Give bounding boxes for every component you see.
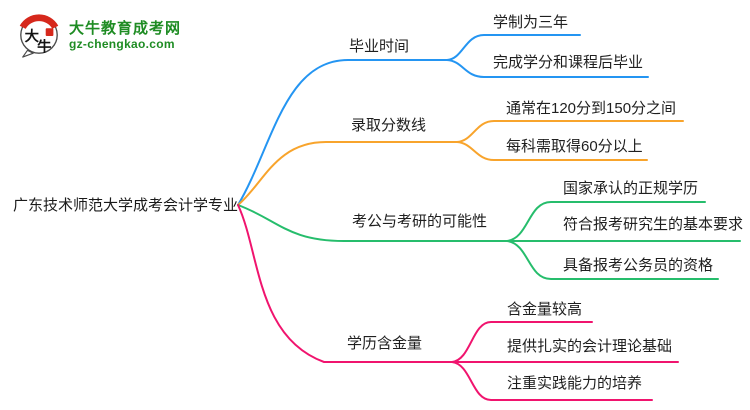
- branch-underline: [446, 34, 581, 61]
- branch-line-exam: [237, 204, 508, 242]
- leaf-node[interactable]: 具备报考公务员的资格: [563, 257, 714, 274]
- logo-text: 大牛教育成考网 gz-chengkao.com: [69, 20, 181, 51]
- branch-line-score: [237, 141, 458, 206]
- logo-domain: gz-chengkao.com: [69, 36, 175, 51]
- leaf-node[interactable]: 学制为三年: [493, 14, 569, 31]
- branch-node-degree-value[interactable]: 学历含金量: [347, 335, 423, 352]
- branch-line-graduation: [237, 59, 448, 206]
- site-logo[interactable]: 大 牛 大牛教育成考网 gz-chengkao.com: [16, 12, 181, 58]
- branch-underline: [451, 361, 653, 401]
- svg-text:大: 大: [25, 27, 40, 45]
- root-node[interactable]: 广东技术师范大学成考会计学专业: [13, 197, 239, 214]
- branch-node-graduation-time[interactable]: 毕业时间: [349, 38, 410, 55]
- branch-node-admission-score[interactable]: 录取分数线: [351, 117, 427, 134]
- branch-underline: [506, 240, 719, 280]
- leaf-node[interactable]: 注重实践能力的培养: [507, 375, 643, 392]
- branch-line-value: [237, 204, 453, 363]
- leaf-node[interactable]: 完成学分和课程后毕业: [493, 54, 644, 71]
- leaf-node[interactable]: 符合报考研究生的基本要求: [563, 216, 744, 233]
- branch-underline: [446, 59, 649, 78]
- svg-text:牛: 牛: [37, 37, 51, 55]
- branch-underline: [506, 201, 706, 242]
- branch-underline: [456, 141, 648, 161]
- leaf-node[interactable]: 国家承认的正规学历: [563, 180, 699, 197]
- branch-node-civil-postgrad[interactable]: 考公与考研的可能性: [352, 213, 488, 230]
- branch-underline: [451, 321, 593, 363]
- leaf-node[interactable]: 通常在120分到150分之间: [506, 100, 677, 117]
- logo-bull-icon: 大 牛: [19, 14, 59, 58]
- leaf-node[interactable]: 含金量较高: [507, 301, 583, 318]
- branch-underline: [456, 120, 684, 143]
- leaf-node[interactable]: 提供扎实的会计理论基础: [507, 338, 673, 355]
- leaf-node[interactable]: 每科需取得60分以上: [506, 138, 643, 155]
- logo-title: 大牛教育成考网: [69, 19, 182, 37]
